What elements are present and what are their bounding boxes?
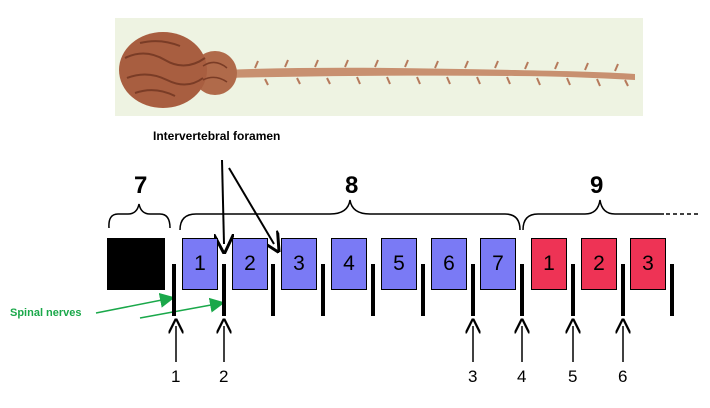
nerve-bar: [471, 264, 475, 316]
nerve-bar: [271, 264, 275, 316]
vertebra-blue-2: 2: [232, 238, 268, 290]
vertebra-blue-5: 5: [381, 238, 417, 290]
vertebra-red-1: 1: [531, 238, 567, 290]
vertebra-red-2: 2: [581, 238, 617, 290]
nerve-number-6: 6: [618, 367, 628, 386]
foramen-arrow-1: [222, 159, 224, 244]
group-label-9: 9: [590, 172, 604, 199]
nerve-number-2: 2: [219, 367, 229, 386]
nerve-bar: [670, 264, 674, 316]
nerve-bar: [421, 264, 425, 316]
nerve-bar: [371, 264, 375, 316]
nerve-bar: [172, 264, 176, 316]
group-label-7: 7: [134, 172, 148, 199]
brace-group-8: [179, 199, 521, 231]
group-label-8: 8: [345, 172, 359, 199]
vertebra-red-3: 3: [630, 238, 666, 290]
nerve-bar: [621, 264, 625, 316]
foramen-arrow-2: [228, 167, 274, 244]
vertebra-blue-7: 7: [480, 238, 516, 290]
vertebra-group-7-black: [107, 238, 165, 290]
nerve-number-4: 4: [517, 367, 527, 386]
spinal-nerve-arrow-2: [139, 297, 225, 319]
nerve-bar: [222, 264, 226, 316]
spinal-nerve-arrow-1: [95, 292, 175, 314]
nerve-bar: [520, 264, 524, 316]
nerve-bar: [321, 264, 325, 316]
nerve-number-5: 5: [568, 367, 578, 386]
vertebra-blue-6: 6: [431, 238, 467, 290]
nerve-number-1: 1: [171, 367, 181, 386]
nerve-number-3: 3: [468, 367, 478, 386]
brace-group-9: [522, 199, 664, 231]
intervertebral-foramen-label: Intervertebral foramen: [153, 129, 281, 143]
brain-spinal-cord-photo: [115, 18, 643, 116]
vertebra-blue-3: 3: [281, 238, 317, 290]
vertebra-blue-1: 1: [182, 238, 218, 290]
nerve-bar: [571, 264, 575, 316]
spinal-nerves-label: Spinal nerves: [10, 307, 82, 319]
vertebra-blue-4: 4: [331, 238, 367, 290]
brace-group-7: [108, 203, 171, 229]
